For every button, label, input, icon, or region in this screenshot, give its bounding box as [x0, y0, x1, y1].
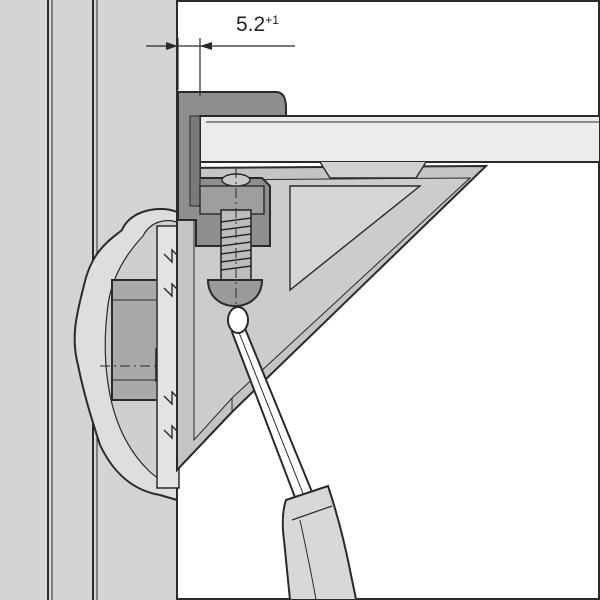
clamp-spine: [189, 115, 201, 207]
screwdriver: [227, 306, 358, 600]
shelf-support-pad: [319, 161, 427, 179]
bracket-channel: [289, 185, 422, 292]
dimension-arrow: [166, 42, 178, 50]
t-nut-insert: [111, 279, 159, 401]
dimension-annotation: [146, 38, 295, 96]
screwdriver-handle-ring: [291, 505, 333, 521]
dimension-value: 5.2: [236, 13, 266, 36]
screwdriver-shaft-edge: [237, 329, 305, 497]
dimension-label: 5.2+1: [236, 14, 279, 35]
vertical-bolt-head: [206, 279, 264, 308]
screwdriver-tip: [227, 306, 249, 334]
shelf-plate: [199, 115, 600, 163]
dimension-arrow: [200, 42, 212, 50]
screwdriver-handle-highlight: [299, 519, 317, 600]
dimension-tolerance: +1: [265, 13, 279, 27]
bracket-back-plate: [156, 225, 180, 489]
